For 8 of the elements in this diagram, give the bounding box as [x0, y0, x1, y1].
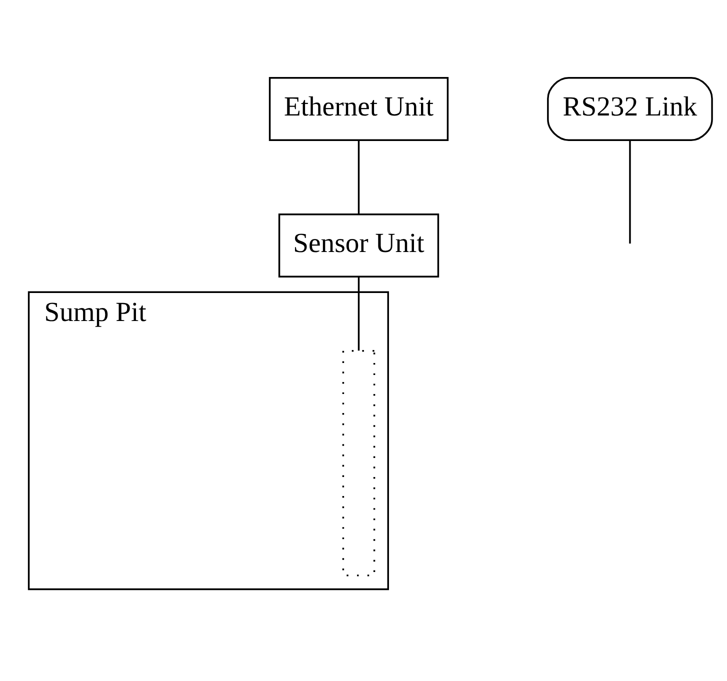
- node-box: Ethernet Unit: [268, 77, 449, 141]
- node-box: Sensor Unit: [278, 214, 440, 278]
- connector: [629, 140, 631, 244]
- node-box: RS232 Link: [547, 77, 713, 141]
- connector: [358, 277, 360, 351]
- cluster: Sump Pit: [28, 291, 389, 590]
- connector: [358, 140, 360, 214]
- node-bar: [342, 350, 376, 576]
